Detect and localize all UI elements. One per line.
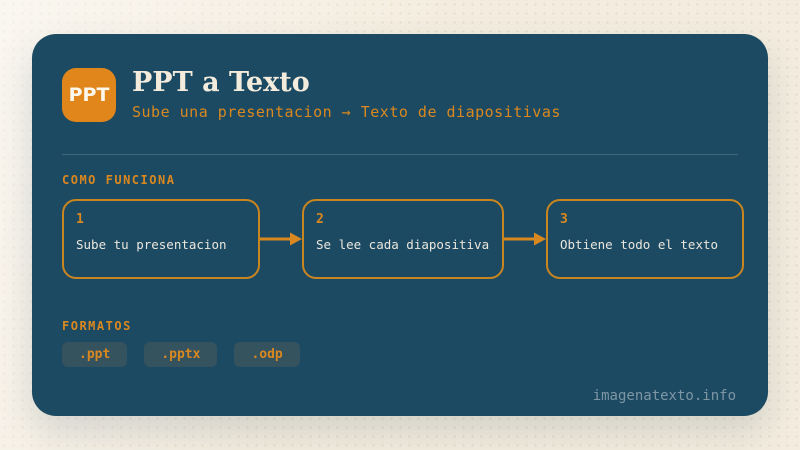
- format-chip-odp: .odp: [234, 342, 300, 367]
- how-it-works-label: COMO FUNCIONA: [62, 173, 176, 187]
- header-divider: [62, 154, 738, 155]
- step-1-label: Sube tu presentacion: [76, 237, 227, 252]
- format-chip-pptx: .pptx: [144, 342, 218, 367]
- step-1-box: 1 Sube tu presentacion: [62, 199, 260, 279]
- step-1-number: 1: [76, 212, 84, 227]
- header-text: PPT a Texto Sube una presentacion → Text…: [132, 66, 561, 122]
- page-subtitle: Sube una presentacion → Texto de diaposi…: [132, 103, 561, 122]
- step-3-box: 3 Obtiene todo el texto: [546, 199, 744, 279]
- formats-label: FORMATOS: [62, 319, 132, 333]
- format-chips: .ppt .pptx .odp: [62, 342, 738, 367]
- step-2-label: Se lee cada diapositiva: [316, 237, 490, 252]
- format-chip-ppt: .ppt: [62, 342, 128, 367]
- page-title: PPT a Texto: [132, 66, 310, 98]
- step-3-label: Obtiene todo el texto: [560, 237, 719, 252]
- step-2-box: 2 Se lee cada diapositiva: [302, 199, 504, 279]
- step-2-number: 2: [316, 212, 324, 227]
- ppt-badge-label: PPT: [68, 84, 110, 106]
- site-url: imagenatexto.info: [592, 388, 736, 404]
- arrow-right-icon: [260, 231, 302, 247]
- main-card: PPT PPT a Texto Sube una presentacion → …: [32, 34, 768, 416]
- arrow-right-icon: [504, 231, 546, 247]
- ppt-badge-icon: PPT: [62, 68, 116, 122]
- header: PPT PPT a Texto Sube una presentacion → …: [62, 68, 738, 122]
- steps-row: 1 Sube tu presentacion 2 Se lee cada dia…: [62, 199, 744, 279]
- step-3-number: 3: [560, 212, 568, 227]
